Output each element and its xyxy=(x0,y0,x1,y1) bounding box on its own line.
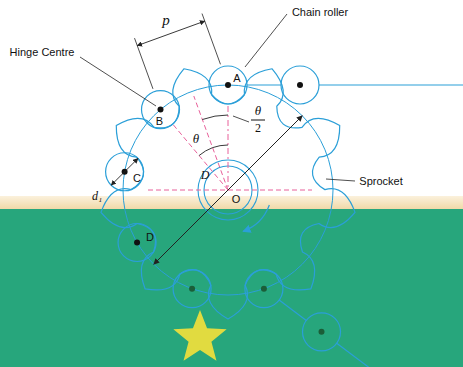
leader-line xyxy=(80,57,156,106)
angle-arc xyxy=(199,145,228,156)
angle-line xyxy=(173,124,228,190)
leader-line xyxy=(326,179,355,181)
chain-roller xyxy=(281,66,319,104)
leader-line xyxy=(233,116,249,122)
fraction-bar xyxy=(251,120,265,121)
angle-label: θ xyxy=(193,132,199,146)
chain-roller xyxy=(106,153,144,191)
part-label: Hinge Centre xyxy=(10,46,75,58)
hinge-dot xyxy=(189,286,195,292)
point-label: A xyxy=(233,72,240,84)
chain-roller xyxy=(118,224,156,262)
chain-roller xyxy=(142,91,180,129)
dimension-label: d₁ xyxy=(92,190,102,203)
hinge-dot xyxy=(134,240,140,246)
chain-roller xyxy=(173,270,211,308)
centre-line xyxy=(148,190,312,191)
chain-roller xyxy=(245,270,283,308)
background-green xyxy=(0,209,463,367)
dimension-label: D xyxy=(201,169,210,182)
hinge-dot xyxy=(225,82,231,88)
hinge-dot xyxy=(158,107,164,113)
centre-line xyxy=(228,106,229,190)
angle-arc xyxy=(202,115,228,120)
angle-label: 2 xyxy=(255,122,261,135)
extension-line xyxy=(202,14,220,65)
point-label: O xyxy=(232,193,241,205)
part-label: Chain roller xyxy=(292,6,348,18)
star-watermark xyxy=(173,310,226,361)
hinge-dot xyxy=(297,82,303,88)
part-label: Sprocket xyxy=(359,175,402,187)
hinge-dot xyxy=(261,286,267,292)
chain-link xyxy=(279,300,306,320)
pitch-circle xyxy=(123,85,333,295)
angle-label: θ xyxy=(255,104,261,118)
point-label: D xyxy=(146,231,154,243)
point-label: B xyxy=(156,115,163,127)
drawing-group xyxy=(80,14,463,367)
pitch-dimension xyxy=(137,21,204,46)
point-label: C xyxy=(133,172,141,184)
sprocket-outline xyxy=(101,69,355,319)
chain-roller xyxy=(209,66,247,104)
chain-link xyxy=(247,84,281,85)
chain-link xyxy=(337,343,370,367)
hinge-dot xyxy=(319,329,325,335)
dimension-label: p xyxy=(162,12,170,29)
leader-line xyxy=(245,14,287,67)
chain-roller xyxy=(303,313,341,351)
background-band xyxy=(0,196,463,209)
chain-link xyxy=(319,84,463,85)
diameter-dimension xyxy=(154,116,303,265)
rotation-arrow xyxy=(243,205,269,231)
